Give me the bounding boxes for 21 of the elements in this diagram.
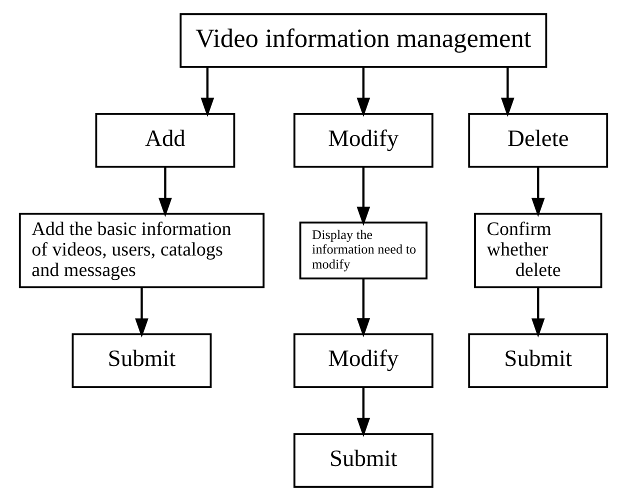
arrow — [531, 167, 545, 218]
node-box: Video information management — [180, 13, 548, 68]
node-box: Display the information need to modify — [299, 222, 428, 280]
arrow — [356, 387, 370, 437]
node-box: Add the basic information of videos, users, catalogs and messages — [18, 212, 265, 288]
arrow — [500, 67, 514, 117]
node-box: Modify — [293, 113, 434, 168]
node-box: Submit — [72, 333, 212, 388]
arrow — [531, 288, 545, 338]
node-box: Add — [95, 113, 236, 168]
node-box: Submit — [293, 433, 434, 488]
arrow — [356, 167, 370, 226]
arrow — [356, 67, 370, 117]
node-box: Confirm whether delete — [474, 212, 602, 288]
node-box: Submit — [468, 333, 608, 388]
arrow — [135, 288, 148, 338]
arrow — [200, 67, 214, 117]
arrow — [158, 167, 172, 218]
arrow — [356, 278, 370, 338]
node-box: Modify — [293, 333, 434, 388]
node-box: Delete — [468, 113, 608, 168]
